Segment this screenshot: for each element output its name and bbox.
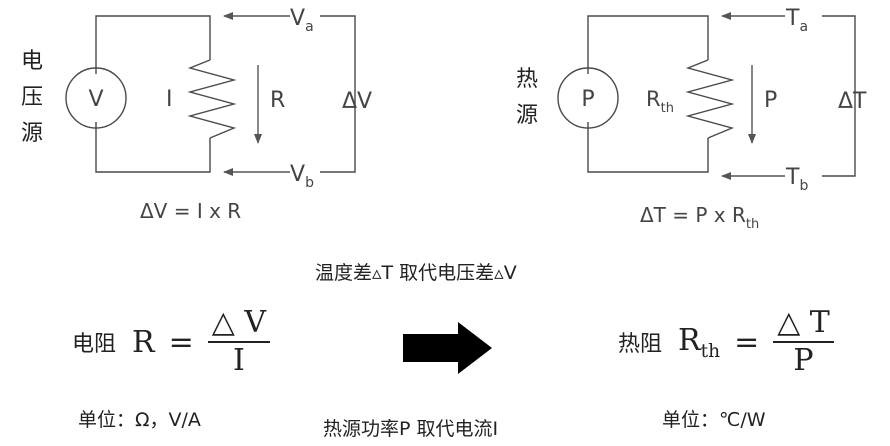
tb-label: Tb — [785, 165, 808, 194]
delta-v-label: ΔV — [342, 89, 372, 114]
thermal-resistance-name: 热阻 — [618, 332, 663, 357]
fraction-denominator: P — [793, 343, 814, 378]
analogy-power-caption: 热源功率P 取代电流I — [323, 418, 499, 440]
resistance-fraction: △ V I — [207, 305, 271, 379]
thermal-circuit — [557, 12, 856, 180]
resistor-label: R — [270, 88, 285, 113]
equals-sign: = — [734, 324, 760, 360]
resistor-symbol — [187, 59, 237, 139]
va-label: Va — [290, 6, 314, 35]
resistance-name: 电阻 — [72, 332, 117, 357]
thermal-source-symbol-label: P — [581, 87, 594, 112]
fraction-bar — [773, 341, 834, 343]
voltage-source-char: 电 — [20, 49, 43, 74]
thermal-resistor-symbol — [685, 59, 735, 139]
fraction-numerator: △ T — [777, 305, 830, 340]
voltage-loop-wire — [95, 15, 211, 173]
resistance-formula: 电阻 R = △ V I — [72, 305, 271, 379]
analogy-temperature-caption: 温度差▵T 取代电压差▵V — [315, 262, 517, 284]
voltage-circuit — [65, 12, 356, 176]
thermal-resistance-symbol: Rth — [678, 322, 721, 362]
heat-source-char: 热 — [515, 67, 538, 92]
resistance-unit: 单位：Ω，V/A — [78, 409, 201, 431]
voltage-source-symbol — [65, 67, 127, 129]
heat-source-label: 热 源 — [513, 62, 541, 134]
voltage-source-label: 电 压 源 — [18, 44, 46, 152]
delta-v-bracket — [320, 15, 356, 173]
equals-sign: = — [168, 324, 194, 360]
ta-label: Ta — [785, 6, 808, 35]
thermal-loop-wire — [587, 15, 709, 173]
voltage-source-char: 源 — [20, 121, 43, 146]
voltage-source-char: 压 — [20, 85, 43, 110]
heat-source-char: 源 — [515, 103, 538, 128]
thermal-equation: ΔT = P x Rth — [640, 203, 759, 232]
thermal-resistance-unit: 单位：℃/W — [662, 409, 766, 431]
heat-flow-label: P — [764, 88, 777, 113]
thermal-source-symbol — [557, 67, 619, 129]
fraction-denominator: I — [232, 343, 245, 378]
vb-label: Vb — [290, 162, 314, 191]
current-label: I — [166, 87, 173, 112]
thermal-resistance-formula: 热阻 Rth = △ T P — [618, 305, 834, 379]
delta-t-bracket — [822, 15, 856, 177]
fraction-numerator: △ V — [211, 305, 267, 340]
thermal-resistor-label: Rth — [646, 87, 674, 116]
resistance-symbol: R — [132, 324, 155, 360]
voltage-equation: ΔV = I x R — [140, 199, 241, 223]
right-arrow-icon — [403, 322, 492, 374]
voltage-source-symbol-label: V — [88, 87, 103, 112]
fraction-bar — [207, 341, 271, 343]
delta-t-label: ΔT — [838, 89, 867, 114]
thermal-resistance-fraction: △ T P — [773, 305, 834, 379]
